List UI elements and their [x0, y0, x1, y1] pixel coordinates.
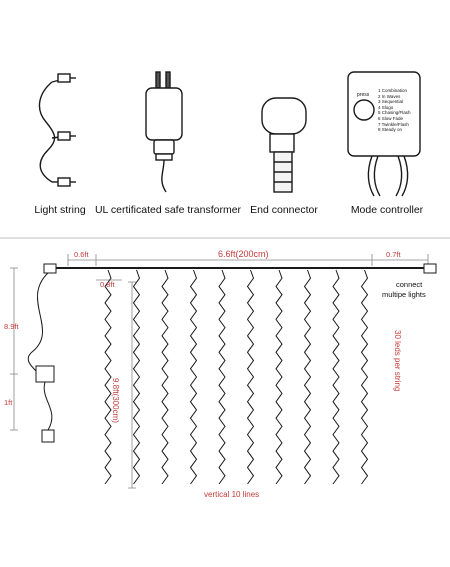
left-lead-label: 0.6ft: [74, 250, 89, 259]
left-connector: [43, 263, 57, 274]
controller-mode: 1 Combination: [378, 88, 408, 93]
led-strands: [104, 269, 369, 485]
right-lead-label: 0.7ft: [386, 250, 401, 259]
lines-count-label: vertical 10 lines: [204, 490, 260, 499]
controller-mode-list: 1 Combination 2 In Waves 3 Sequential 4 …: [378, 88, 411, 133]
controller-mode: 5 Chasing/Flash: [378, 110, 411, 116]
led-strand: [104, 269, 112, 485]
connect-note-line1: connect: [396, 280, 423, 289]
controller-mode: 7 Twinkle/Flash: [378, 121, 409, 127]
width-total-label: 6.6ft(200cm): [218, 249, 269, 259]
led-strand: [189, 269, 198, 485]
lead-to-controller-label: 8.9ft: [4, 322, 19, 331]
mode-controller-icon: [347, 71, 421, 197]
inline-controller: [35, 365, 55, 383]
led-strand: [132, 269, 141, 485]
led-strand: [246, 269, 255, 485]
end-connector-icon: [261, 97, 307, 193]
controller-to-plug-label: 1ft: [4, 398, 13, 407]
leds-per-string-label: 30 leds per string: [393, 330, 402, 392]
right-connector: [423, 263, 437, 274]
light-string-icon: [38, 73, 76, 187]
plug-wire: [43, 381, 53, 431]
controller-mode: 3 Sequential: [378, 99, 404, 105]
controller-mode: 2 In Waves: [378, 93, 401, 99]
line-spacing-label: 0.8ft: [100, 280, 115, 289]
controller-mode: 8 Steady on: [378, 127, 403, 133]
left-height-dimension: [10, 267, 18, 431]
led-strand: [303, 269, 312, 485]
led-strand: [161, 269, 169, 485]
caption-transformer: UL certificated safe transformer: [94, 204, 242, 216]
led-strand: [360, 269, 369, 485]
led-strand: [275, 269, 283, 485]
controller-button-label: press: [357, 92, 370, 98]
caption-mode-controller: Mode controller: [350, 204, 424, 216]
caption-end-connector: End connector: [250, 204, 318, 216]
transformer-icon: [145, 71, 183, 193]
plug: [41, 429, 55, 443]
controller-mode: 4 Slogo: [378, 104, 394, 110]
height-dimension: [128, 281, 136, 489]
led-strand: [332, 269, 340, 485]
caption-light-string: Light string: [34, 204, 86, 216]
connect-note-line2: multipe lights: [382, 290, 426, 299]
led-strand: [218, 269, 226, 485]
width-dimension: [67, 254, 429, 281]
height-label: 9.8ft(300cm): [111, 378, 120, 423]
feed-wire: [27, 272, 49, 381]
controller-mode: 6 Slow Fade: [378, 115, 404, 121]
product-illustrations: [38, 71, 421, 197]
